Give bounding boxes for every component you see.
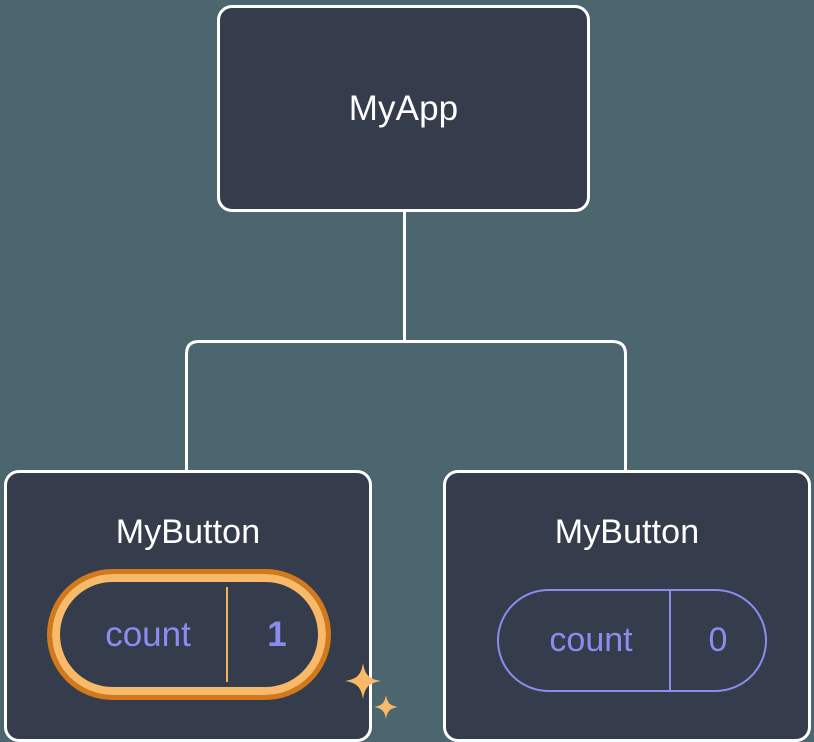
state-pill-group-right: count 0	[497, 589, 767, 692]
node-myapp[interactable]: MyApp	[217, 5, 590, 212]
state-pill-plain[interactable]: count 0	[497, 589, 767, 692]
connector-branch-bracket	[185, 340, 627, 470]
state-value: 1	[226, 587, 326, 682]
state-name: count	[549, 621, 633, 659]
sparkle-icon-large	[345, 663, 381, 699]
state-name: count	[105, 614, 191, 654]
node-title: MyButton	[554, 513, 700, 551]
state-value: 0	[669, 591, 765, 690]
node-title: MyButton	[115, 513, 261, 551]
sparkle-icon-group	[345, 663, 398, 719]
sparkle-icon-small	[374, 695, 398, 719]
state-pill-group-left: count 1	[47, 569, 398, 719]
node-mybutton-left[interactable]: MyButton count 1	[4, 470, 398, 742]
node-mybutton-right[interactable]: MyButton count 0	[443, 470, 811, 742]
node-title: MyApp	[348, 89, 459, 128]
state-pill-highlighted[interactable]: count 1	[47, 569, 331, 700]
